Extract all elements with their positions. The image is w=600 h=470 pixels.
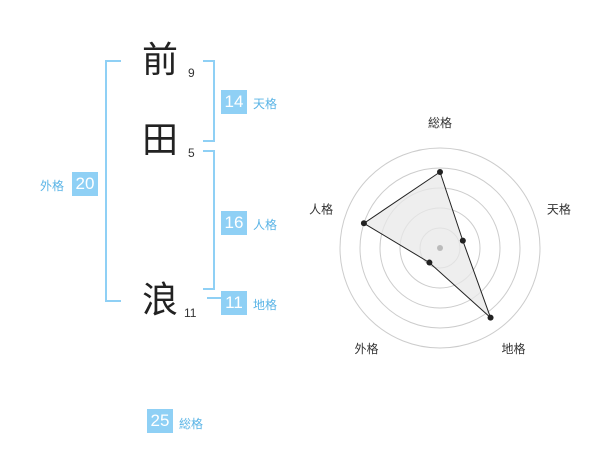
gaikaku-bracket xyxy=(105,60,121,302)
chikaku-label: 地格 xyxy=(253,298,278,312)
stroke-count-2: 5 xyxy=(188,146,195,160)
radar-ring-4 xyxy=(359,167,521,329)
radar-center-dot xyxy=(437,245,443,251)
tenkaku-bracket xyxy=(203,60,215,142)
radar-point-2 xyxy=(459,237,466,244)
radar-axis-label-2: 天格 xyxy=(547,201,571,216)
radar-point-4 xyxy=(426,259,433,266)
stroke-count-3: 11 xyxy=(184,306,197,320)
tenkaku-label: 天格 xyxy=(253,97,278,111)
radar-point-3 xyxy=(487,314,494,321)
radar-point-5 xyxy=(360,220,367,227)
soukaku-label: 総格 xyxy=(179,417,204,431)
chikaku-connector xyxy=(207,297,221,299)
jinkaku-label: 人格 xyxy=(253,218,278,232)
name-char-3: 浪 xyxy=(142,280,179,321)
radar-axis-label-4: 外格 xyxy=(355,341,379,356)
gaikaku-label: 外格 xyxy=(40,179,65,193)
gaikaku-value: 20 xyxy=(72,172,98,196)
chikaku-value: 11 xyxy=(221,291,247,315)
radar-axis-label-1: 総格 xyxy=(428,115,452,130)
tenkaku-value: 14 xyxy=(221,90,247,114)
radar-axis-label-3: 地格 xyxy=(501,341,525,356)
soukaku-value: 25 xyxy=(147,409,173,433)
radar-axis-label-5: 人格 xyxy=(309,201,333,216)
jinkaku-bracket xyxy=(203,150,215,290)
name-char-2: 田 xyxy=(142,120,179,161)
jinkaku-value: 16 xyxy=(221,211,247,235)
radar-ring-5 xyxy=(339,147,541,349)
radar-data-polygon xyxy=(362,171,491,318)
radar-point-1 xyxy=(437,169,443,175)
name-char-1: 前 xyxy=(142,40,179,81)
stroke-count-1: 9 xyxy=(188,66,195,80)
